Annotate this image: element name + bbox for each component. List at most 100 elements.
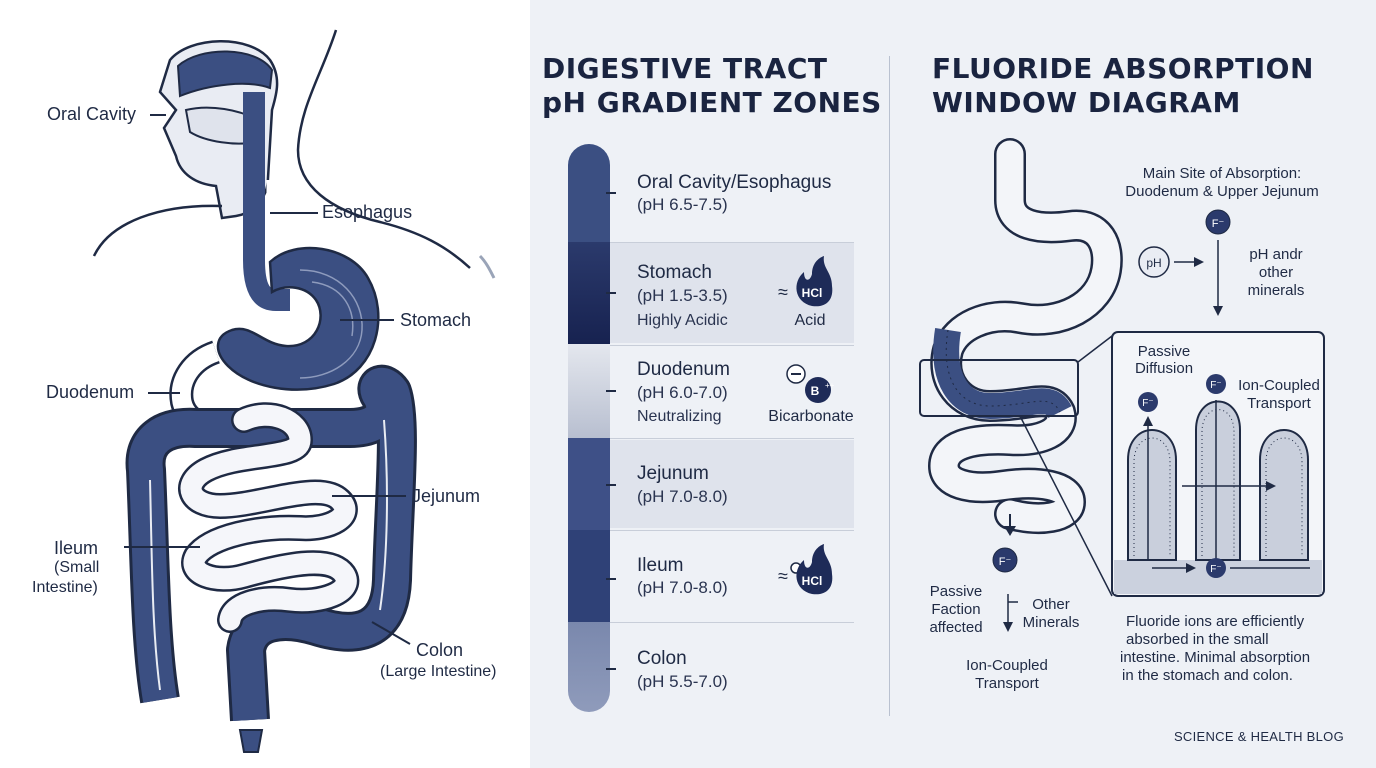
zone-ileum-name: Ileum <box>637 555 684 576</box>
bar-tick <box>606 484 616 486</box>
shoulder-outline <box>92 204 223 257</box>
zone-jejunum-ph: (pH 7.0-8.0) <box>637 487 728 506</box>
fluoride-ion-icon <box>1206 374 1226 394</box>
bar-tick <box>606 292 616 294</box>
fluoride-ion-icon <box>1206 558 1226 578</box>
passive-faction-line3: affected <box>929 619 983 636</box>
other-minerals-line2: Minerals <box>1022 614 1080 631</box>
ph-other-line2: other <box>1258 264 1294 281</box>
zone-jejunum-name: Jejunum <box>637 463 709 484</box>
svg-text:F⁻: F⁻ <box>999 556 1012 568</box>
bar-tick <box>606 192 616 194</box>
gi-tract-outline <box>928 138 1123 534</box>
zone-stomach-name: Stomach <box>637 262 712 283</box>
other-minerals-line1: Other <box>1032 596 1070 613</box>
bar-seg-oral <box>568 144 610 242</box>
label-jejunum: Jejunum <box>412 486 481 506</box>
svg-text:F⁻: F⁻ <box>1210 564 1221 575</box>
zone-divider-2 <box>568 345 854 346</box>
bar-seg-colon <box>568 622 610 712</box>
svg-text:B: B <box>811 384 820 398</box>
bar-seg-duodenum <box>568 344 610 438</box>
zone-divider-3 <box>568 438 854 439</box>
zone-divider-5 <box>568 622 854 623</box>
panel-divider <box>889 56 890 716</box>
bar-seg-ileum <box>568 530 610 622</box>
summary-line2: absorbed in the small <box>1126 631 1269 648</box>
svg-text:F⁻: F⁻ <box>1142 398 1153 409</box>
fluoride-ion-icon <box>1205 209 1231 235</box>
zone-colon-ph: (pH 5.5-7.0) <box>637 672 728 691</box>
zone-duodenum-name: Duodenum <box>637 359 730 380</box>
bar-tick <box>606 390 616 392</box>
zone-stomach-ph: (pH 1.5-3.5) <box>637 286 728 305</box>
ph-zones-title-line2: pH GRADIENT ZONES <box>542 86 882 119</box>
esophagus-tube <box>243 92 290 311</box>
summary-line4: in the stomach and colon. <box>1122 667 1293 684</box>
zone-icons: ≈ HCl B ++ ≈ HCl <box>778 256 835 595</box>
main-site-line1: Main Site of Absorption: <box>1142 165 1302 182</box>
bottom-ion-coupled-line2: Transport <box>975 675 1039 692</box>
fluoride-ion-icon <box>992 547 1018 573</box>
villi-illustration <box>1127 400 1309 561</box>
fluoride-diagram: F⁻ F⁻ pH F⁻ F⁻ F⁻ <box>919 138 1325 632</box>
svg-text:pH: pH <box>1146 256 1161 270</box>
zone-duodenum-note: Neutralizing <box>637 408 722 425</box>
zone-duodenum-badge: Bicarbonate <box>768 408 854 425</box>
label-colon: Colon <box>416 640 464 660</box>
svg-text:HCl: HCl <box>802 574 823 588</box>
main-site-line2: Duodenum & Upper Jejunum <box>1125 183 1319 200</box>
zone-oral-name: Oral Cavity/Esophagus <box>637 172 832 193</box>
approx-symbol: ≈ <box>778 282 788 302</box>
bicarbonate-ion-icon <box>805 377 831 403</box>
stomach-shape <box>216 246 380 391</box>
bar-tick <box>606 668 616 670</box>
zone-colon-name: Colon <box>637 648 687 669</box>
ion-coupled-line2: Transport <box>1247 395 1311 412</box>
bar-seg-stomach <box>568 242 610 344</box>
neck-outline <box>296 29 471 269</box>
passive-diffusion-line2: Diffusion <box>1134 360 1194 377</box>
label-stomach: Stomach <box>400 310 472 330</box>
svg-text:F⁻: F⁻ <box>1212 218 1225 230</box>
label-ileum-sub2: Intestine) <box>32 579 98 596</box>
flame-icon <box>796 544 833 595</box>
label-colon-sub: (Large Intestine) <box>380 663 497 680</box>
anatomy-panel: Oral Cavity Esophagus Stomach Duodenum J… <box>0 0 530 768</box>
absorption-window-box <box>919 359 1079 417</box>
svg-text:F⁻: F⁻ <box>1210 380 1221 391</box>
zone-divider-4 <box>568 530 854 531</box>
zone-oral-ph: (pH 6.5-7.5) <box>637 195 728 214</box>
passive-faction-line1: Passive <box>929 583 983 600</box>
bar-tick <box>606 578 616 580</box>
ph-icon <box>1138 246 1170 278</box>
hcl-icon-text: HCl <box>802 286 823 300</box>
ph-other-line3: minerals <box>1247 282 1305 299</box>
label-oral-cavity: Oral Cavity <box>47 104 137 124</box>
summary-line3: intestine. Minimal absorption <box>1120 649 1311 666</box>
nasal-cavity <box>176 50 274 98</box>
fluoride-ion-icon <box>1138 392 1158 412</box>
passive-faction-line2: Faction <box>931 601 981 618</box>
zone-stomach-badge: Acid <box>794 312 826 329</box>
bar-seg-jejunum <box>568 438 610 530</box>
label-duodenum: Duodenum <box>46 382 135 402</box>
ph-gradient-bar <box>568 144 610 712</box>
blog-credit: SCIENCE & HEALTH BLOG <box>1173 729 1344 744</box>
fluoride-title-line1: FLUORIDE ABSORPTION <box>932 52 1314 85</box>
ion-coupled-line1: Ion-Coupled <box>1238 377 1320 394</box>
bottom-ion-coupled-line1: Ion-Coupled <box>966 657 1048 674</box>
label-ileum: Ileum <box>54 538 99 558</box>
zone-divider-1 <box>568 242 854 243</box>
zone-duodenum-ph: (pH 6.0-7.0) <box>637 383 728 402</box>
digestive-anatomy-illustration <box>92 29 496 753</box>
label-esophagus: Esophagus <box>322 202 413 222</box>
zone-ileum-ph: (pH 7.0-8.0) <box>637 578 728 597</box>
svg-text:++: ++ <box>825 381 835 390</box>
ph-other-line1: pH andr <box>1249 246 1303 263</box>
passive-diffusion-line1: Passive <box>1137 343 1191 360</box>
ph-zones-title-line1: DIGESTIVE TRACT <box>542 52 828 85</box>
summary-line1: Fluoride ions are efficiently <box>1126 613 1305 630</box>
small-intestine-coils <box>178 402 360 633</box>
label-ileum-sub1: (Small <box>54 559 100 576</box>
